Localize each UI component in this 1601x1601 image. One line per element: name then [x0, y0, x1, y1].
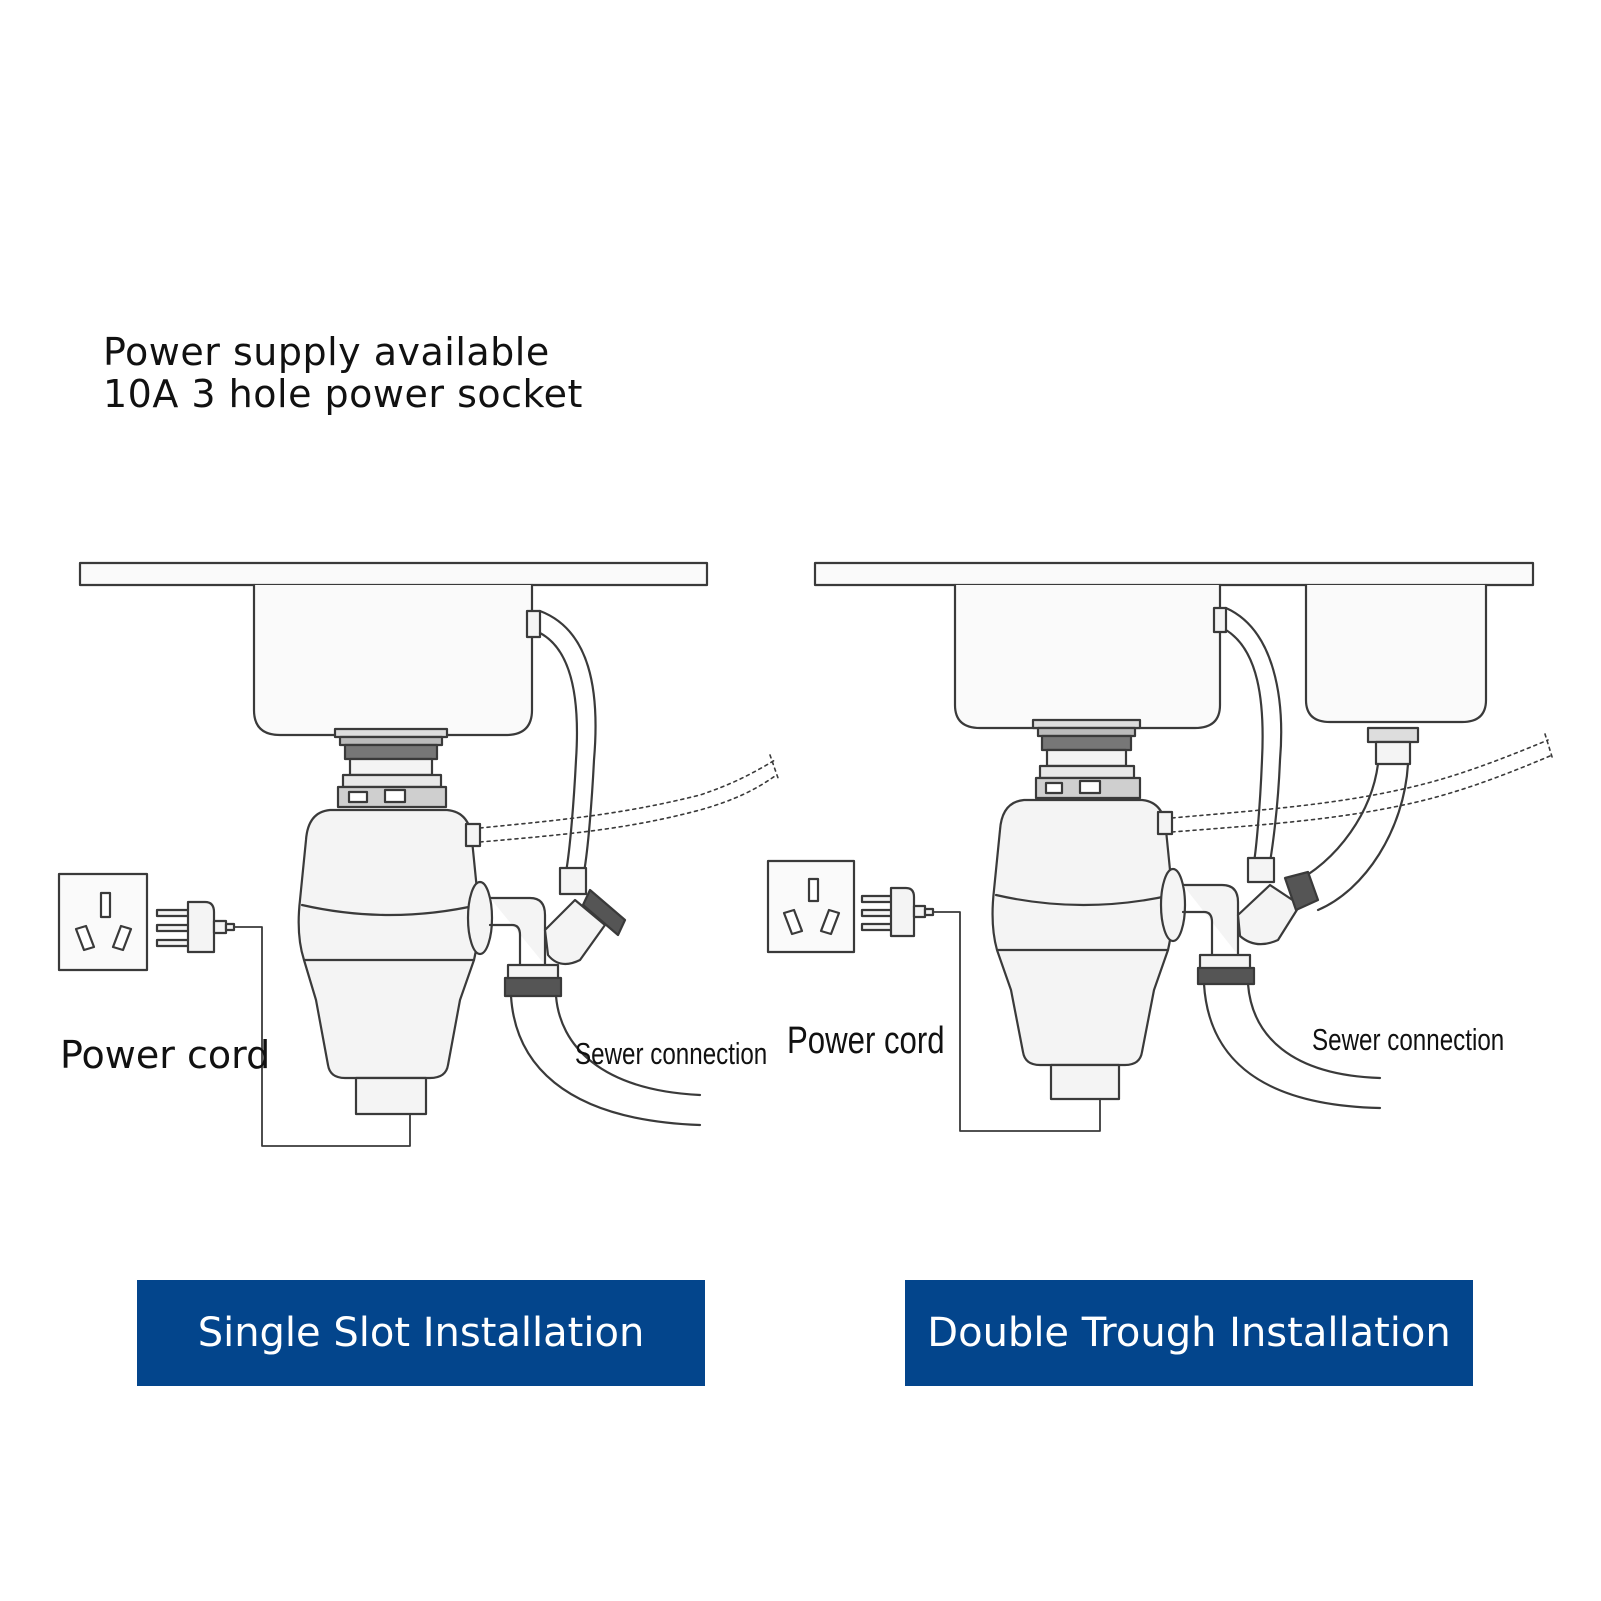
- double-trough-banner-text: Double Trough Installation: [927, 1310, 1451, 1356]
- sink-flange-left: [333, 727, 449, 809]
- sink-bowl-left: [252, 583, 534, 737]
- double-trough-installation-banner: Double Trough Installation: [905, 1280, 1473, 1386]
- sink-bowl-right-1: [953, 583, 1222, 730]
- second-bowl-drain: [1288, 726, 1420, 912]
- power-supply-heading: Power supply available 10A 3 hole power …: [103, 331, 583, 415]
- sink-bowl-right-2: [1304, 583, 1488, 724]
- inlet-hose-left: [525, 609, 597, 896]
- drain-line-right: [1202, 982, 1382, 1110]
- countertop-right: [813, 561, 1535, 587]
- sink-flange-right: [1031, 718, 1142, 800]
- sewer-connection-label-left: Sewer connection: [575, 1036, 768, 1071]
- single-slot-banner-text: Single Slot Installation: [197, 1310, 645, 1356]
- wall-socket-right: [766, 859, 856, 954]
- heading-line-2: 10A 3 hole power socket: [103, 372, 583, 416]
- power-plug-left: [155, 900, 236, 954]
- air-switch-hose-left: [479, 754, 779, 843]
- power-cord-label-left: Power cord: [60, 1033, 271, 1077]
- single-slot-installation-banner: Single Slot Installation: [137, 1280, 705, 1386]
- disposer-left: [297, 808, 494, 1116]
- power-cord-label-right: Power cord: [787, 1020, 945, 1062]
- wall-socket-left: [57, 872, 149, 972]
- outlet-pipe-left: [488, 888, 627, 998]
- inlet-hose-right: [1212, 606, 1283, 884]
- power-cord-line-left: [233, 926, 411, 1147]
- air-switch-hose-right: [1171, 733, 1554, 833]
- power-plug-right: [860, 886, 935, 938]
- outlet-pipe-right: [1181, 870, 1320, 986]
- drain-line-left: [509, 994, 702, 1127]
- heading-line-1: Power supply available: [103, 330, 550, 374]
- single-slot-installation: [57, 561, 779, 1147]
- disposer-right: [991, 798, 1187, 1101]
- double-trough-installation: [766, 561, 1554, 1132]
- countertop-left: [78, 561, 709, 587]
- sewer-connection-label-right: Sewer connection: [1312, 1022, 1505, 1057]
- power-cord-line-right: [932, 911, 1101, 1132]
